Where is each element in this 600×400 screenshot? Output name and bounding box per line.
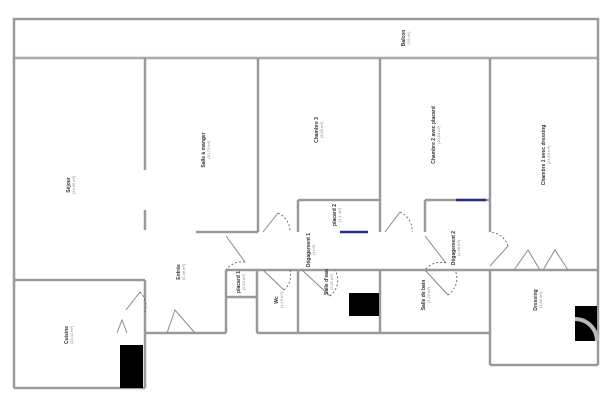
room-area: (5,48 m²): [181, 263, 186, 280]
room-label-sejour: Séjour(24,06 m²): [66, 175, 76, 194]
room-area: (10,84 m²): [436, 125, 441, 144]
room-name: Balcon: [401, 30, 407, 47]
room-name: Dressing: [533, 289, 539, 310]
room-label-entree: Entrée(5,48 m²): [176, 263, 186, 280]
room-area: (1,53 m²): [279, 291, 284, 308]
closet-doors: [340, 198, 486, 234]
room-name: Salle à manger: [201, 132, 207, 167]
room-name: Chambre 3: [314, 117, 320, 143]
room-area: (10,73 m²): [206, 140, 211, 159]
room-label-chambre-1: Chambre 1 avec dressing(13,53 m²): [541, 125, 551, 186]
fixtures: [120, 293, 599, 388]
balcony-outline: [12, 17, 600, 60]
room-label-chambre-3: Chambre 3(9,83 m²): [314, 117, 324, 143]
room-label-degagement-1: Dégagement 1(4 m²): [306, 233, 316, 267]
room-area: (0,54 m²): [241, 273, 246, 290]
room-label-cuisine: Cuisine(10,41 m²): [64, 325, 74, 344]
room-area: (1,58 m²): [456, 239, 461, 256]
room-area: (13,53 m²): [546, 145, 551, 164]
room-area: (4,22 m²): [426, 286, 431, 303]
doors: [116, 211, 569, 334]
room-area: (3,89 m²): [538, 291, 543, 308]
room-area: (1,1 m²): [337, 207, 342, 222]
room-label-salle-d-eau: Salle d'eau(2,11 m²): [324, 269, 334, 295]
room-name: Dégagement 2: [451, 231, 457, 265]
room-label-wc: Wc(1,53 m²): [274, 291, 284, 308]
room-name: Cuisine: [64, 326, 70, 344]
room-name: Salle d'eau: [324, 269, 330, 295]
room-label-dressing: Dressing(3,89 m²): [533, 289, 543, 310]
room-area: (10,41 m²): [69, 325, 74, 344]
kitchen-appliance: [120, 345, 143, 388]
room-name: Wc: [274, 296, 280, 304]
room-name: Entrée: [176, 264, 182, 280]
room-area: (19 m²): [406, 31, 411, 45]
room-area: (9,83 m²): [319, 121, 324, 138]
room-area: (2,11 m²): [329, 273, 334, 290]
room-name: Séjour: [66, 177, 72, 193]
room-name: placard 1: [236, 271, 242, 293]
room-label-salle-de-bain: Salle de bain(4,22 m²): [421, 280, 431, 311]
shower-tray: [349, 293, 379, 316]
walls: [12, 17, 600, 390]
room-name: Dégagement 1: [306, 233, 312, 267]
room-area: (24,06 m²): [71, 175, 76, 194]
room-name: Chambre 2 avec placard: [431, 106, 437, 164]
room-label-balcon: Balcon(19 m²): [401, 30, 411, 47]
room-label-degagement-2: Dégagement 2(1,58 m²): [451, 231, 461, 265]
room-label-placard-2: placard 2(1,1 m²): [332, 204, 342, 226]
room-name: Chambre 1 avec dressing: [541, 125, 547, 186]
room-label-salle-a-manger: Salle à manger(10,73 m²): [201, 132, 211, 167]
room-labels: Balcon(19 m²) Séjour(24,06 m²) Salle à man…: [64, 30, 551, 345]
room-name: Salle de bain: [421, 280, 427, 311]
room-area: (4 m²): [311, 244, 316, 255]
room-name: placard 2: [332, 204, 338, 226]
room-label-chambre-2: Chambre 2 avec placard(10,84 m²): [431, 106, 441, 164]
room-label-placard-1: placard 1(0,54 m²): [236, 271, 246, 293]
